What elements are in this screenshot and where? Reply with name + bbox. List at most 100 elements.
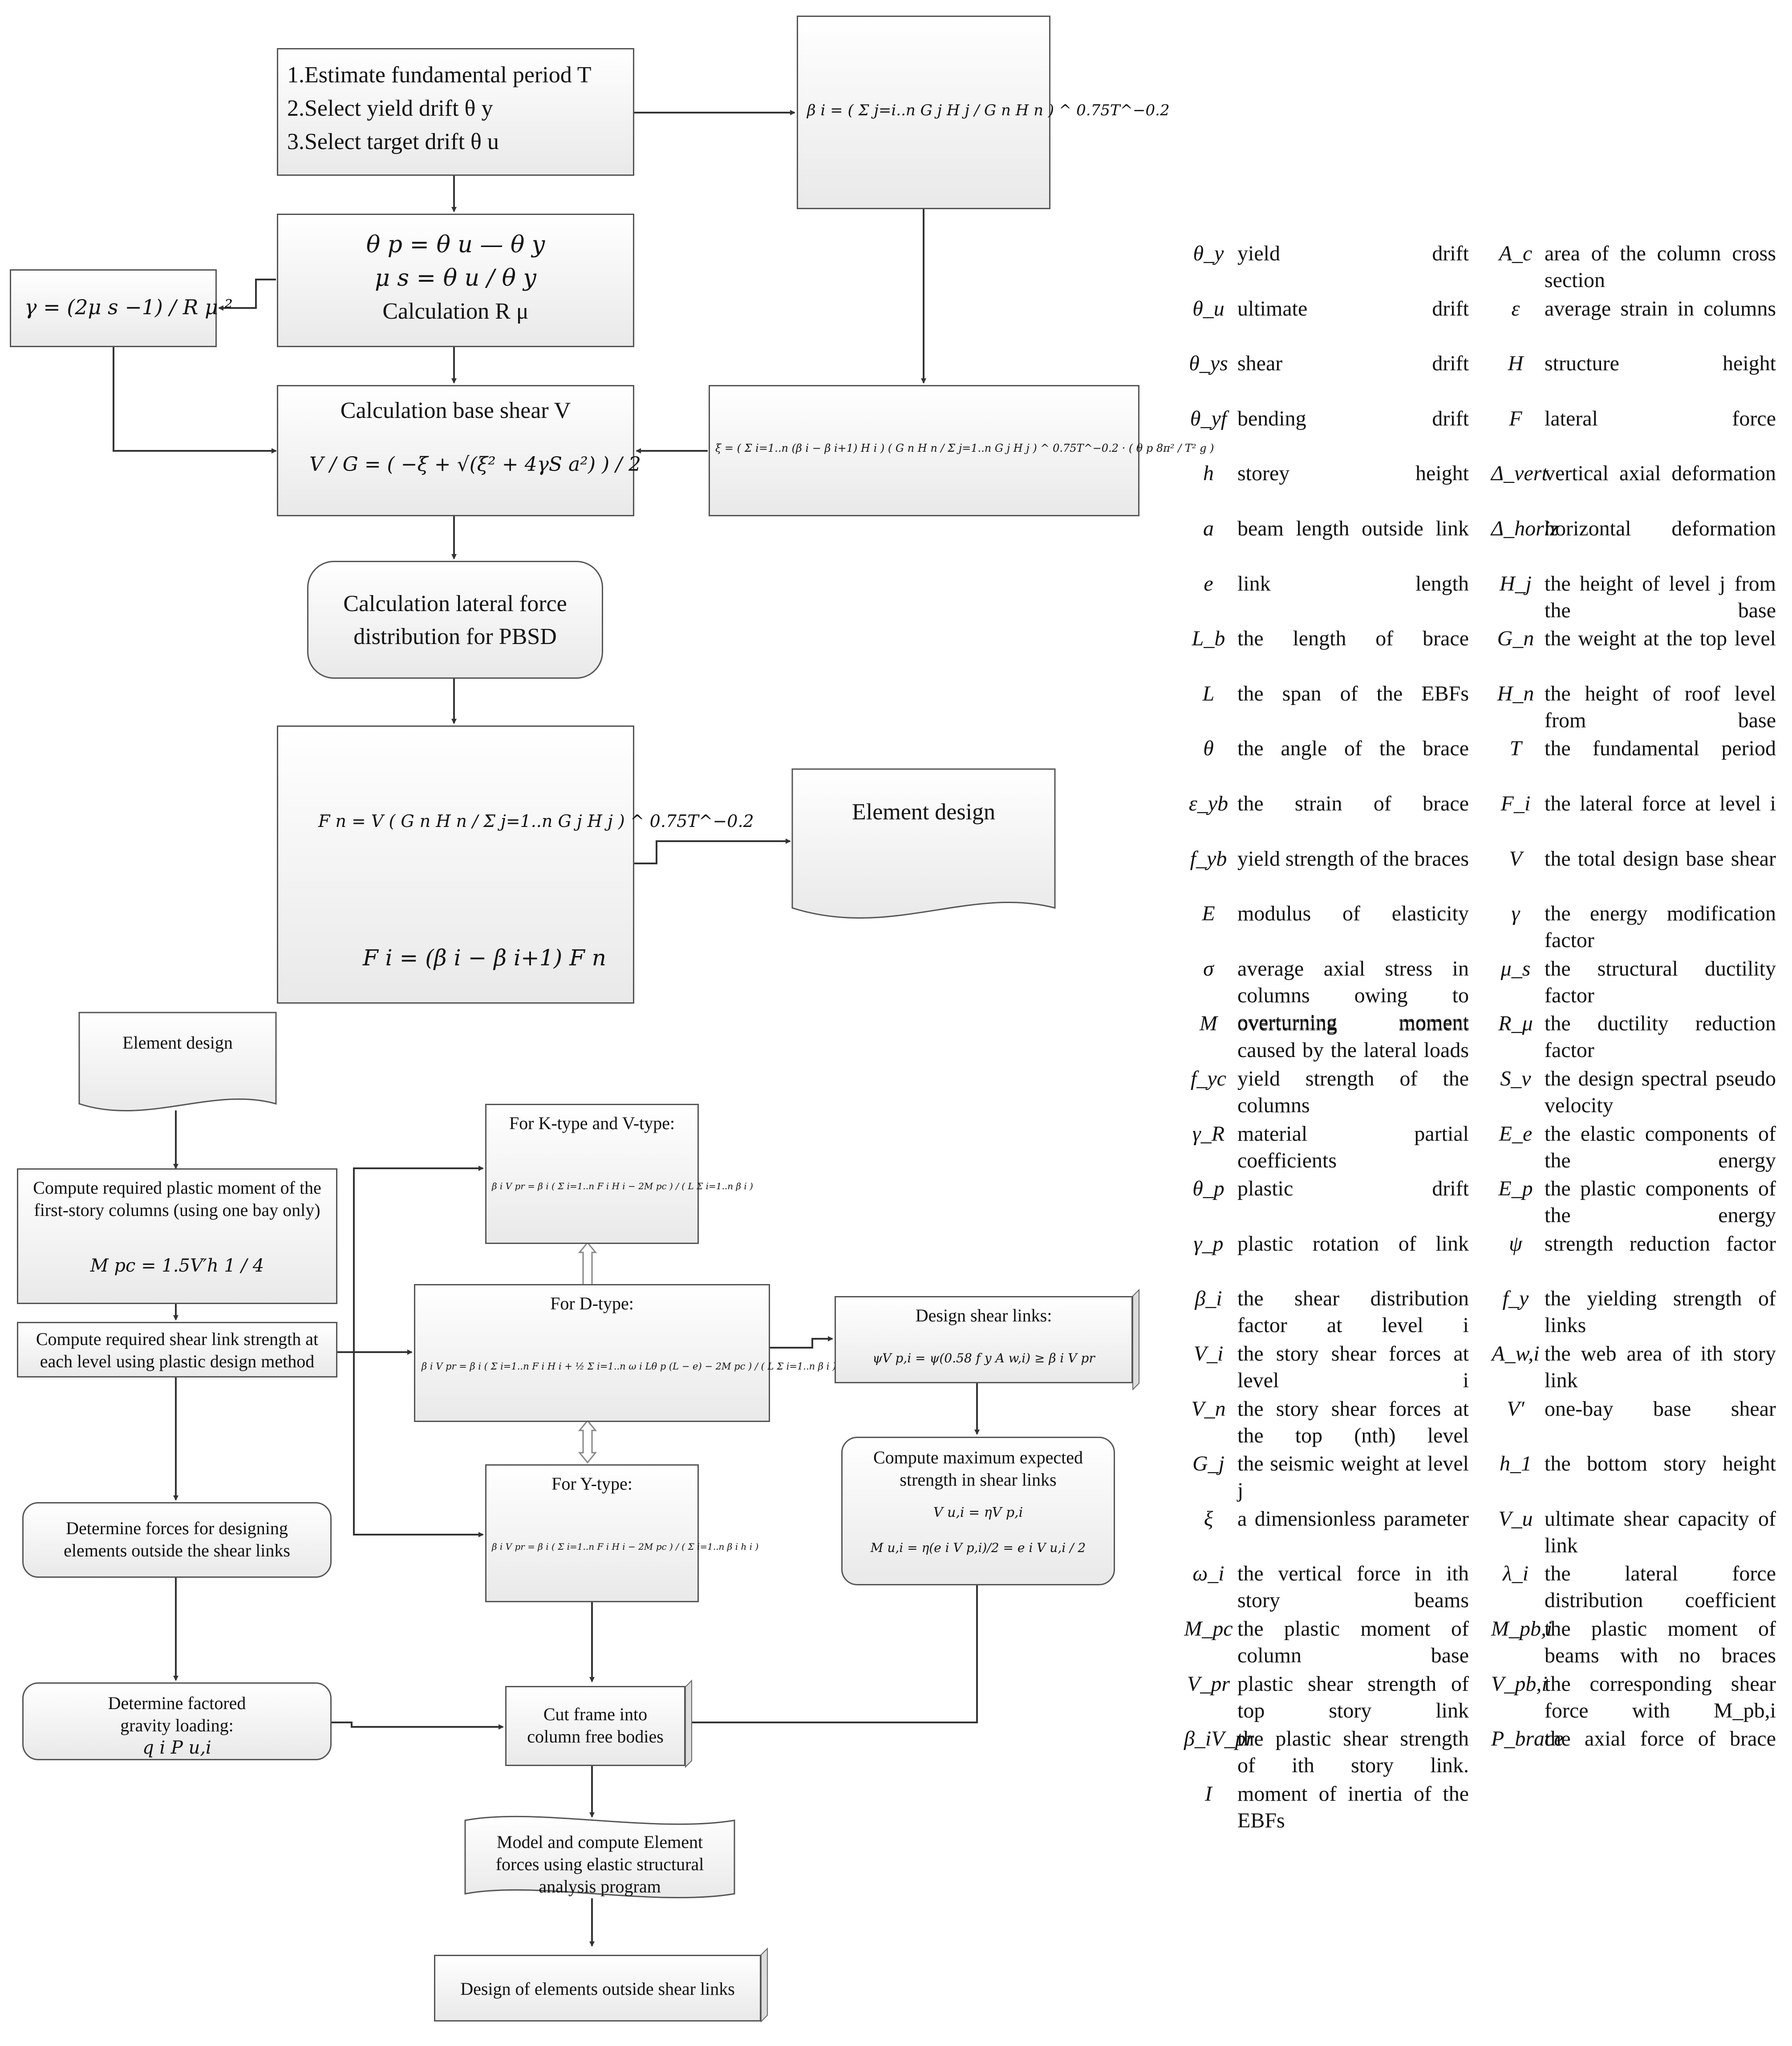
arrow-dtype-to-design-links — [770, 1336, 833, 1349]
glossary-description: the length of brace — [1237, 627, 1469, 651]
design-links-equation: ψV p,i = ψ(0.58 f y A w,i) ≥ β i V pr — [872, 1351, 1095, 1365]
glossary-description: the bottom story height — [1545, 1452, 1776, 1476]
model-line-3: analysis program — [539, 1876, 661, 1896]
glossary-description: lateral force — [1545, 406, 1776, 430]
glossary-description: the strain of brace — [1237, 792, 1469, 815]
y-type-box: For Y-type: β i V pr = β i ( Σ i=1..n F … — [485, 1464, 758, 1602]
max-strength-line-2: strength in shear links — [900, 1470, 1057, 1490]
glossary-description: vertical axial deformation — [1545, 462, 1776, 486]
glossary-symbol: h — [1203, 462, 1214, 486]
model-line-2: forces using elastic structural — [495, 1854, 704, 1874]
glossary-symbol: P_brace — [1491, 1727, 1564, 1751]
glossary-description: the plastic components of the energy — [1545, 1177, 1776, 1228]
design-outside-3d-face — [761, 1947, 768, 2023]
glossary-symbol: ξ — [1204, 1507, 1213, 1531]
glossary-symbol: ω_i — [1192, 1562, 1224, 1586]
glossary-symbol: M — [1200, 1012, 1217, 1036]
d-type-box: For D-type: β i V pr = β i ( Σ i=1..n F … — [414, 1284, 836, 1422]
arrow-fn-to-element-design — [634, 839, 791, 864]
glossary-symbol: M_pb,i — [1491, 1617, 1553, 1641]
shear-link-box: Compute required shear link strength at … — [17, 1322, 337, 1378]
glossary-symbol: A_c — [1499, 242, 1533, 265]
base-shear-title: Calculation base shear V — [340, 398, 571, 423]
glossary-symbol: L — [1202, 681, 1215, 705]
glossary-description: yield drift — [1237, 242, 1469, 265]
element-design-top: Element design — [792, 769, 1055, 912]
double-arrow-d-y — [578, 1419, 597, 1464]
glossary-symbol: γ — [1511, 902, 1520, 926]
element-design-doc-shape-2 — [78, 1012, 277, 1112]
glossary-symbol: V_pr — [1187, 1672, 1230, 1696]
glossary-description: beam length outside link — [1237, 517, 1469, 540]
glossary-symbol: θ_y — [1193, 242, 1224, 265]
glossary-description: the fundamental period — [1545, 737, 1776, 761]
d-type-title: For D-type: — [550, 1293, 634, 1313]
cut-frame-box: Cut frame into column free bodies — [505, 1686, 685, 1766]
glossary-description: link length — [1237, 571, 1469, 596]
design-links-box: Design shear links: ψV p,i = ψ(0.58 f y … — [835, 1296, 1133, 1383]
glossary-description: the yielding strength of links — [1545, 1287, 1776, 1337]
gamma-box: γ = (2μ s −1) / R μ ² — [10, 269, 233, 347]
glossary-symbol: θ_u — [1192, 296, 1224, 320]
glossary-symbol: E_e — [1499, 1122, 1533, 1146]
cut-frame-3d-face — [685, 1679, 692, 1768]
glossary-description: yield strength of the braces — [1237, 847, 1469, 871]
start-line-1: 1.Estimate fundamental period T — [287, 62, 592, 88]
glossary-description: overturning moment caused by the lateral… — [1237, 1012, 1469, 1062]
glossary-description: average strain in columns — [1545, 296, 1776, 320]
arrow-to-ktype — [336, 1166, 484, 1353]
glossary-description: the web area of ith story link — [1545, 1342, 1776, 1392]
glossary-description: strength reduction factor — [1545, 1232, 1776, 1256]
glossary-row: A_c area of the column cross section — [1491, 240, 1776, 294]
forces-outside-line-2: elements outside the shear links — [64, 1540, 290, 1560]
forces-outside-line-1: Determine forces for designing — [66, 1518, 288, 1538]
arrow-to-ytype — [353, 1352, 484, 1537]
k-type-title: For K-type and V-type: — [509, 1113, 675, 1133]
element-design-doc-shape — [791, 768, 1056, 919]
glossary-description: storey height — [1237, 462, 1469, 486]
glossary-symbol: e — [1204, 571, 1213, 596]
glossary-description: moment of inertia of the EBFs — [1237, 1782, 1469, 1832]
glossary-row: e link length — [1184, 571, 1469, 624]
glossary-symbol: G_n — [1497, 627, 1534, 651]
glossary-description: the shear distribution factor at level i — [1237, 1287, 1469, 1337]
glossary-description: area of the column cross section — [1545, 242, 1776, 292]
glossary-description: average axial stress in columns owing to… — [1237, 956, 1469, 1034]
glossary-description: bending drift — [1237, 406, 1469, 430]
glossary-description: the seismic weight at level j — [1237, 1452, 1469, 1503]
start-line-3: 3.Select target drift θ u — [287, 129, 499, 154]
arrow-max-to-cut — [685, 1585, 978, 1725]
max-strength-line-1: Compute maximum expected — [873, 1447, 1083, 1467]
glossary-symbol: V_u — [1498, 1507, 1533, 1531]
glossary-description: the plastic moment of beams with no brac… — [1545, 1617, 1776, 1667]
glossary-symbol: H_j — [1500, 571, 1532, 596]
glossary-description: the story shear forces at level i — [1237, 1342, 1469, 1392]
glossary-description: the span of the EBFs — [1237, 681, 1469, 705]
beta-box: β i = ( Σ j=i..n G j H j / G n H n ) ^ 0… — [797, 16, 1170, 209]
model-box: Model and compute Element forces using e… — [465, 1818, 734, 1898]
shear-link-line-1: Compute required shear link strength at — [36, 1329, 319, 1349]
glossary-description: the angle of the brace — [1237, 737, 1469, 761]
